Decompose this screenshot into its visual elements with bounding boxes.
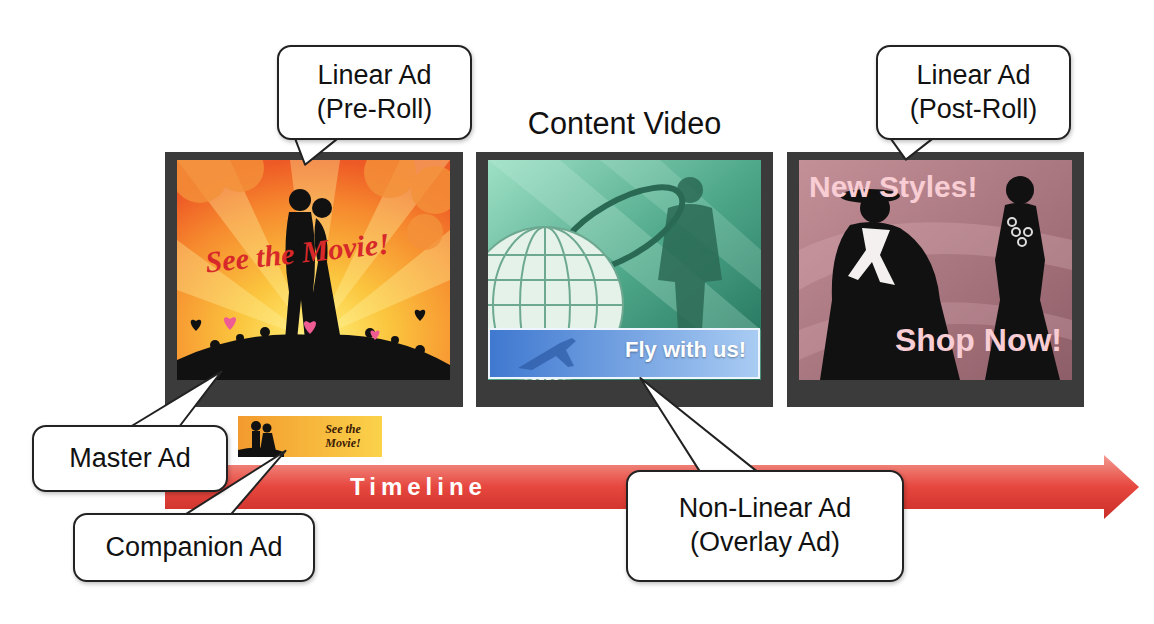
- callout-text: Non-Linear Ad (Overlay Ad): [640, 492, 890, 560]
- callout-bubble: Master Ad: [32, 425, 228, 492]
- companion-picture: [238, 416, 382, 457]
- movie-picture: [177, 160, 450, 380]
- ad-text: Shop Now!: [895, 322, 1062, 359]
- video-frame: Content VideoFly with us!: [476, 152, 773, 407]
- callout-tail: [890, 137, 935, 160]
- companion-banner: See the Movie!: [238, 416, 382, 457]
- ad-text: See the Movie!: [308, 422, 378, 451]
- callout-text: Master Ad: [69, 442, 191, 476]
- callout-tail: [130, 371, 222, 427]
- callout-tail: [295, 137, 340, 165]
- callout-bubble: Linear Ad (Post-Roll): [876, 45, 1071, 140]
- ad-text: Fly with us!: [625, 337, 746, 363]
- content-picture: [488, 160, 761, 380]
- overlay-banner: Fly with us!: [488, 328, 760, 378]
- callout-tail-shape: [295, 137, 340, 165]
- callout-bubble: Non-Linear Ad (Overlay Ad): [626, 470, 904, 582]
- fashion-picture: [799, 160, 1072, 380]
- ad-text: Content Video: [476, 106, 773, 141]
- callout-bubble: Linear Ad (Pre-Roll): [277, 45, 472, 140]
- callout-tail-shape: [640, 378, 759, 473]
- callout-bubble: Companion Ad: [73, 513, 315, 582]
- callout-text: Linear Ad (Pre-Roll): [291, 59, 458, 127]
- ad-text: See the Movie!: [204, 226, 392, 279]
- ad-text: New Styles!: [809, 170, 977, 204]
- ad-text: Timeline: [350, 473, 487, 501]
- callout-text: Linear Ad (Post-Roll): [890, 59, 1057, 127]
- callout-text: Companion Ad: [105, 531, 282, 565]
- video-frames: [165, 152, 1084, 407]
- video-frame: See the Movie!: [165, 152, 463, 407]
- callout-tail: [640, 378, 759, 473]
- callout-tail-shape: [130, 371, 222, 427]
- video-frame: New Styles! Shop Now!: [787, 152, 1084, 407]
- callout-tail-shape: [890, 137, 935, 160]
